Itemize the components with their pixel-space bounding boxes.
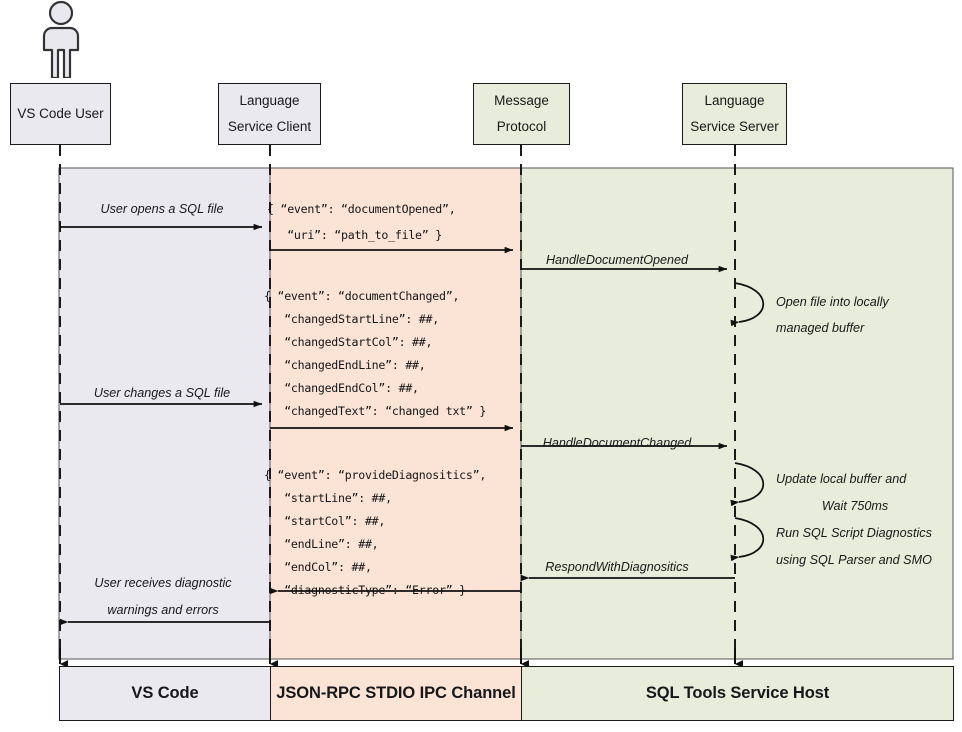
vs-code-user-actor	[42, 0, 80, 78]
participant-language-service-client-line2: Service Client	[227, 119, 312, 134]
label-handle-document-changed: HandleDocumentChanged	[542, 436, 692, 450]
note-open-file-line1: Open file into locally	[776, 295, 889, 309]
label-user-receives-diagnostics-line2: warnings and errors	[107, 603, 219, 617]
lifeline-terminators	[59, 648, 744, 668]
payload-provide-diagnositics-line-2: “startCol”: ##,	[264, 514, 386, 528]
region-label-vs-code[interactable]: VS Code	[59, 666, 271, 721]
payload-provide-diagnositics-line-4: “endCol”: ##,	[264, 560, 372, 574]
participant-language-service-server[interactable]: Language Service Server	[682, 83, 787, 145]
payload-provide-diagnositics-line-5: “diagnosticType”: “Error” }	[264, 583, 466, 597]
participant-message-protocol[interactable]: Message Protocol	[473, 83, 570, 145]
payload-document-changed-line-5: “changedText”: “changed txt” }	[264, 404, 487, 418]
region-band-sql-tools	[520, 167, 954, 660]
participant-language-service-client[interactable]: Language Service Client	[218, 83, 321, 145]
label-user-opens-sql-file: User opens a SQL file	[100, 202, 224, 216]
note-update-buffer-line1: Update local buffer and	[776, 472, 907, 486]
region-label-json-rpc-text: JSON-RPC STDIO IPC Channel	[276, 684, 516, 702]
payload-provide-diagnositics-line-0: { “event”: “provideDiagnositics”,	[264, 468, 487, 482]
participant-vscode-user-line1: VS Code User	[17, 105, 104, 121]
region-band-vs-code	[58, 167, 271, 660]
participant-language-service-client-line1: Language	[239, 92, 300, 108]
self-loop-run-diagnostics	[730, 517, 765, 562]
payload-document-changed-line-4: “changedEndCol”: ##,	[264, 381, 419, 395]
payload-provide-diagnositics-line-3: “endLine”: ##,	[264, 537, 379, 551]
payload-document-changed-line-1: “changedStartLine”: ##,	[264, 312, 439, 326]
label-respond-with-diagnositics: RespondWithDiagnositics	[545, 560, 689, 574]
label-user-receives-diagnostics-line1: User receives diagnostic	[94, 576, 232, 590]
payload-document-opened-line-1: “uri”: “path_to_file” }	[267, 228, 442, 242]
note-run-diagnostics-line2: using SQL Parser and SMO	[776, 553, 932, 567]
lifelines	[59, 145, 736, 655]
participant-message-protocol-line1: Message	[494, 92, 549, 108]
participant-language-service-server-line1: Language	[704, 92, 765, 108]
note-update-buffer-line2: Wait 750ms	[821, 499, 889, 513]
payload-document-changed-line-0: { “event”: “documentChanged”,	[264, 289, 460, 303]
region-label-sql-tools[interactable]: SQL Tools Service Host	[521, 666, 954, 721]
note-open-file-line2: managed buffer	[776, 321, 865, 335]
participant-message-protocol-line2: Protocol	[496, 119, 547, 134]
note-run-diagnostics-line1: Run SQL Script Diagnostics	[776, 526, 932, 540]
participant-vscode-user[interactable]: VS Code User	[10, 83, 111, 145]
payload-document-changed-line-3: “changedEndLine”: ##,	[264, 358, 426, 372]
region-label-sql-tools-text: SQL Tools Service Host	[645, 684, 830, 702]
region-label-json-rpc[interactable]: JSON-RPC STDIO IPC Channel	[270, 666, 522, 721]
payload-document-opened-line-0: { “event”: “documentOpened”,	[267, 202, 456, 216]
region-label-vs-code-text: VS Code	[131, 684, 199, 702]
payload-document-changed-line-2: “changedStartCol”: ##,	[264, 335, 433, 349]
self-loop-open-file	[730, 282, 765, 327]
label-user-changes-sql-file: User changes a SQL file	[93, 386, 231, 400]
self-loop-update-buffer	[730, 462, 765, 507]
payload-provide-diagnositics-line-1: “startLine”: ##,	[264, 491, 392, 505]
label-handle-document-opened: HandleDocumentOpened	[545, 253, 689, 267]
participant-language-service-server-line2: Service Server	[690, 119, 779, 134]
